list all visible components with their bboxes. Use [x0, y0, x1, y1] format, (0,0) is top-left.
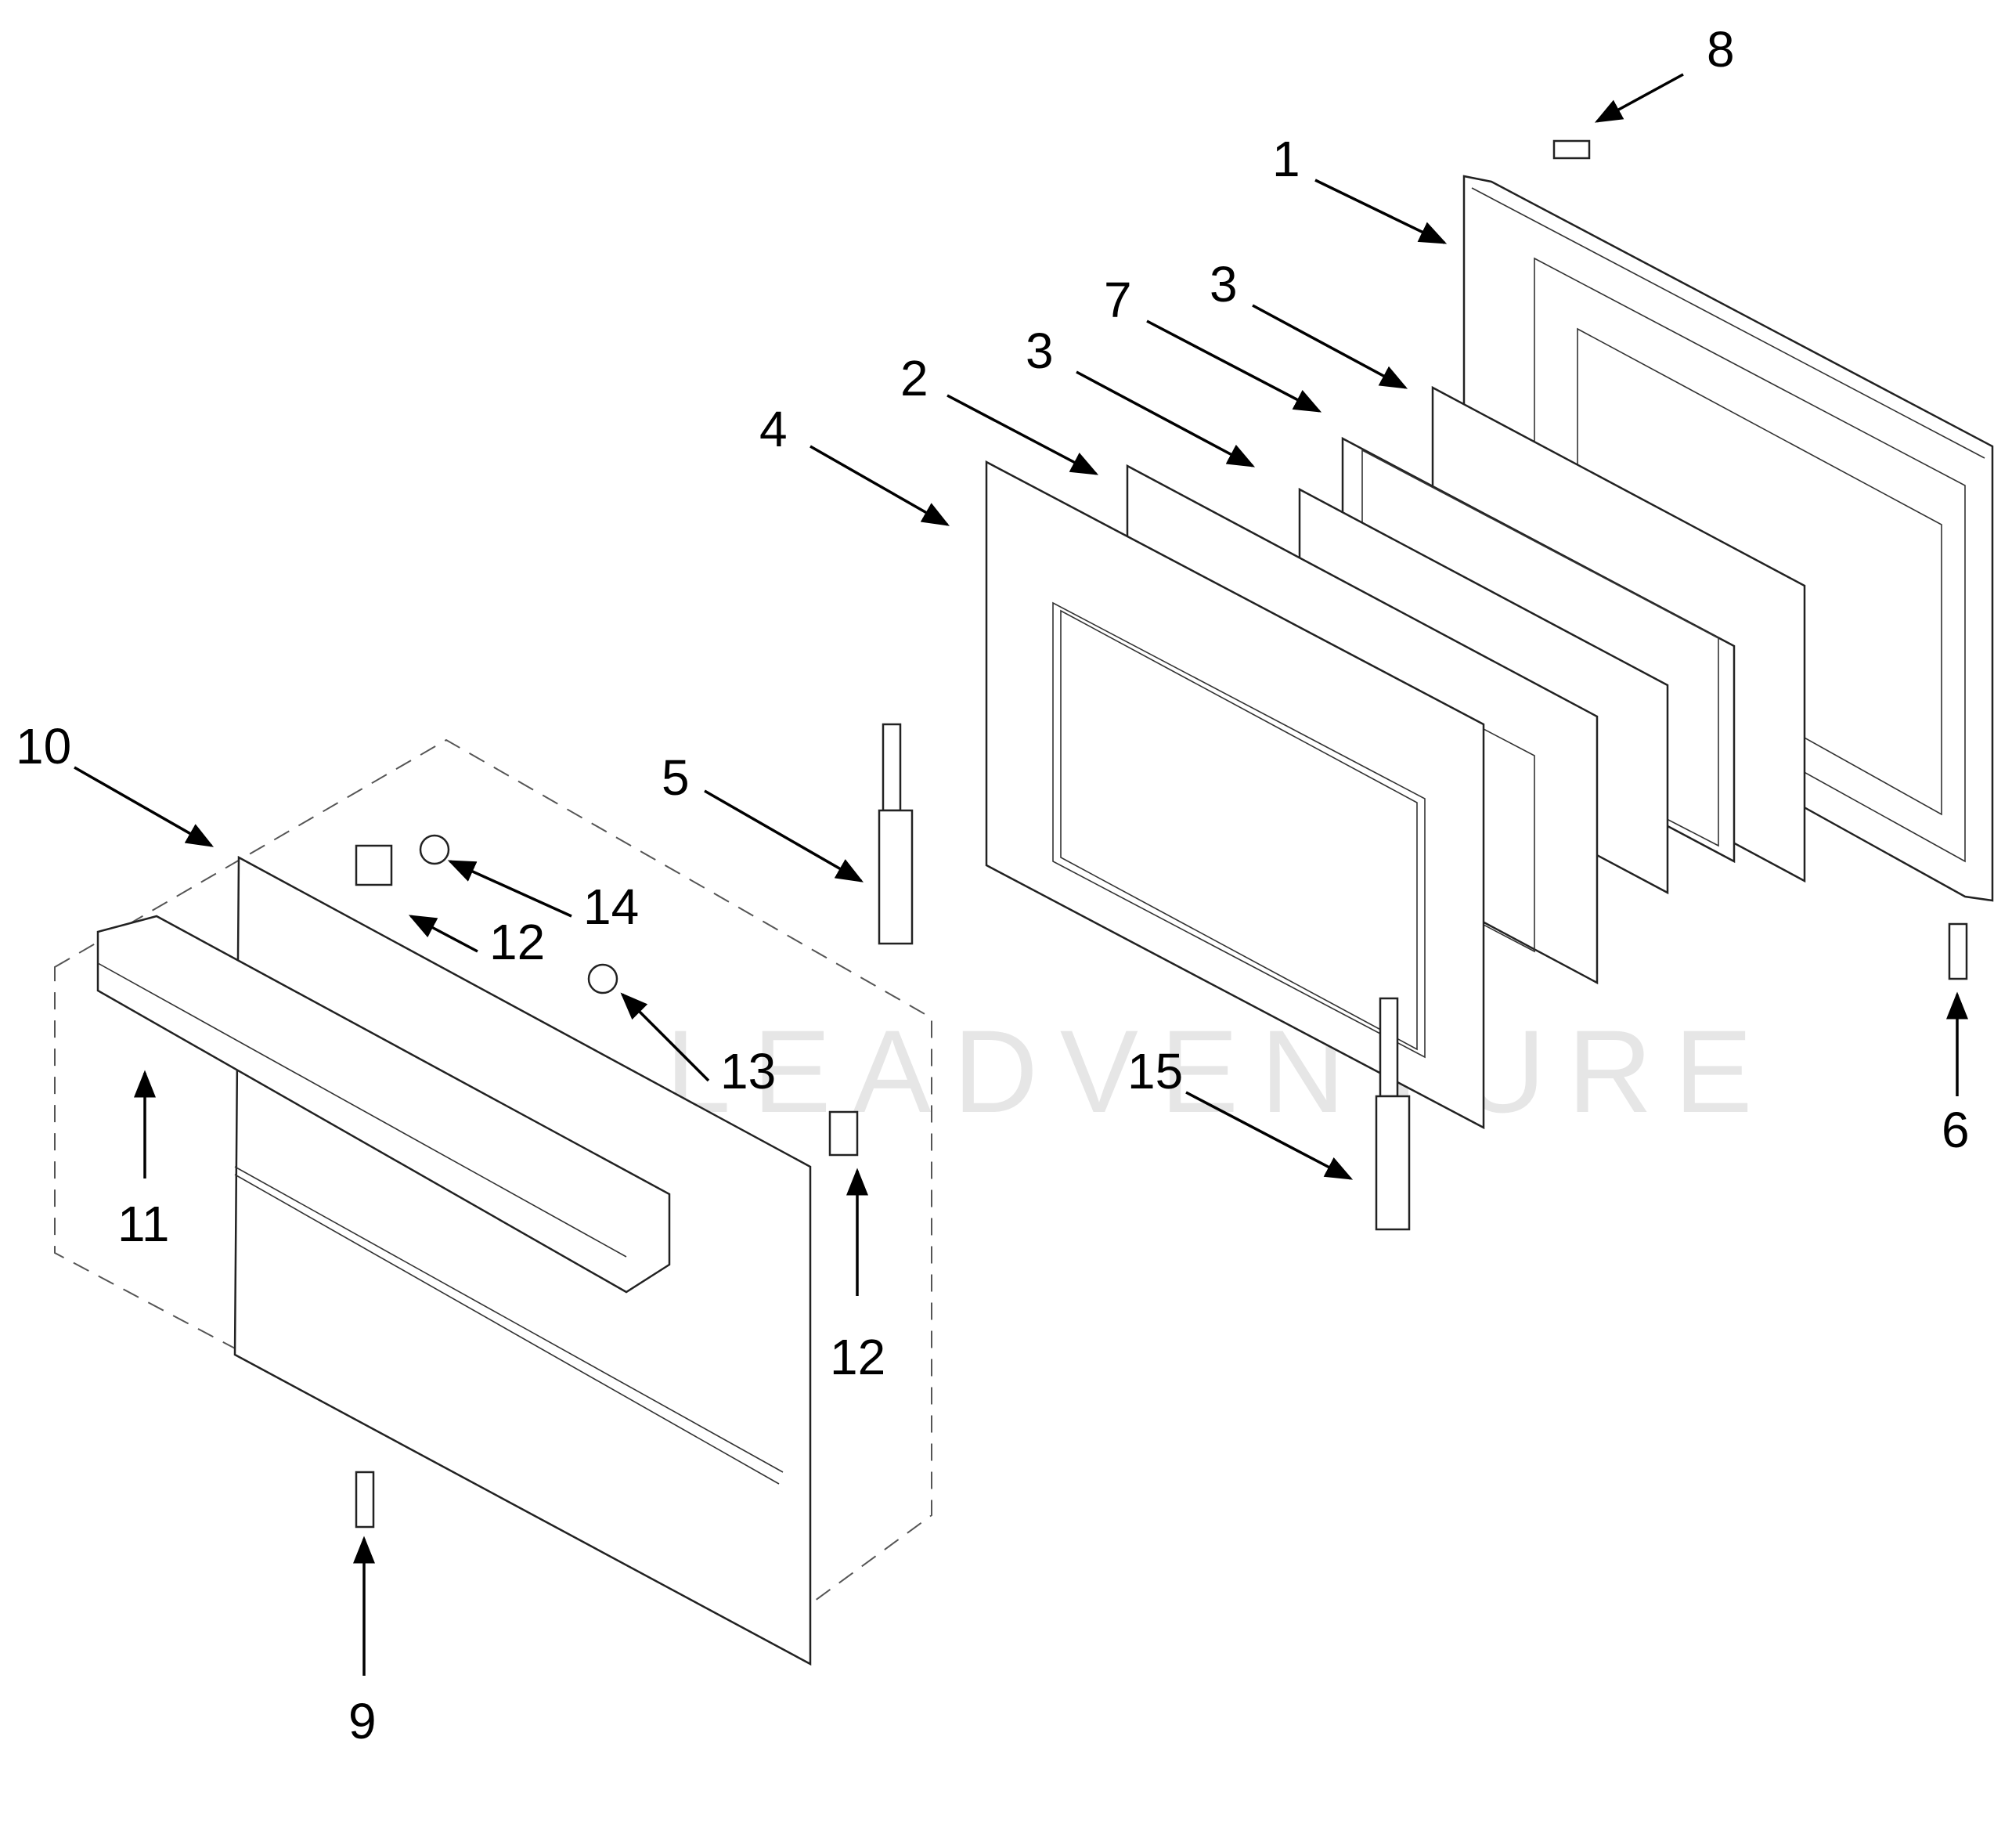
leader-arrows — [74, 73, 1968, 1676]
part-handle — [96, 915, 671, 1294]
callout-3-rear: 3 — [1210, 256, 1238, 312]
callout-12-upper: 12 — [489, 914, 545, 970]
part-bracket-upper — [355, 844, 393, 886]
part-hinge-left — [878, 723, 914, 945]
assembly-outline — [54, 738, 932, 1634]
part-nut-13 — [587, 963, 618, 994]
callout-11: 11 — [117, 1196, 169, 1252]
callout-15: 15 — [1127, 1043, 1183, 1099]
callout-9: 9 — [348, 1693, 377, 1749]
part-nut-14 — [419, 834, 450, 865]
callout-8: 8 — [1707, 21, 1735, 78]
part-screw-8 — [1552, 139, 1591, 160]
callout-14: 14 — [583, 879, 639, 935]
part-door-frame — [985, 460, 1485, 1130]
callout-13: 13 — [720, 1043, 776, 1099]
part-hinge-right — [1375, 997, 1411, 1231]
callout-12-lower: 12 — [830, 1329, 885, 1385]
callout-3-front: 3 — [1026, 323, 1054, 379]
callout-labels: 1 8 3 7 3 2 4 5 10 14 12 13 11 15 12 6 9 — [16, 21, 1970, 1749]
part-screw-9 — [355, 1471, 375, 1529]
callout-6: 6 — [1942, 1102, 1970, 1158]
callout-7: 7 — [1104, 272, 1132, 328]
callout-2: 2 — [900, 350, 928, 406]
callout-4: 4 — [759, 401, 788, 457]
part-outer-door — [233, 855, 812, 1666]
callout-10: 10 — [16, 718, 71, 774]
part-screw-6 — [1948, 922, 1968, 980]
part-bracket-lower — [828, 1110, 859, 1157]
callout-1: 1 — [1272, 131, 1300, 187]
callout-5: 5 — [662, 749, 690, 806]
